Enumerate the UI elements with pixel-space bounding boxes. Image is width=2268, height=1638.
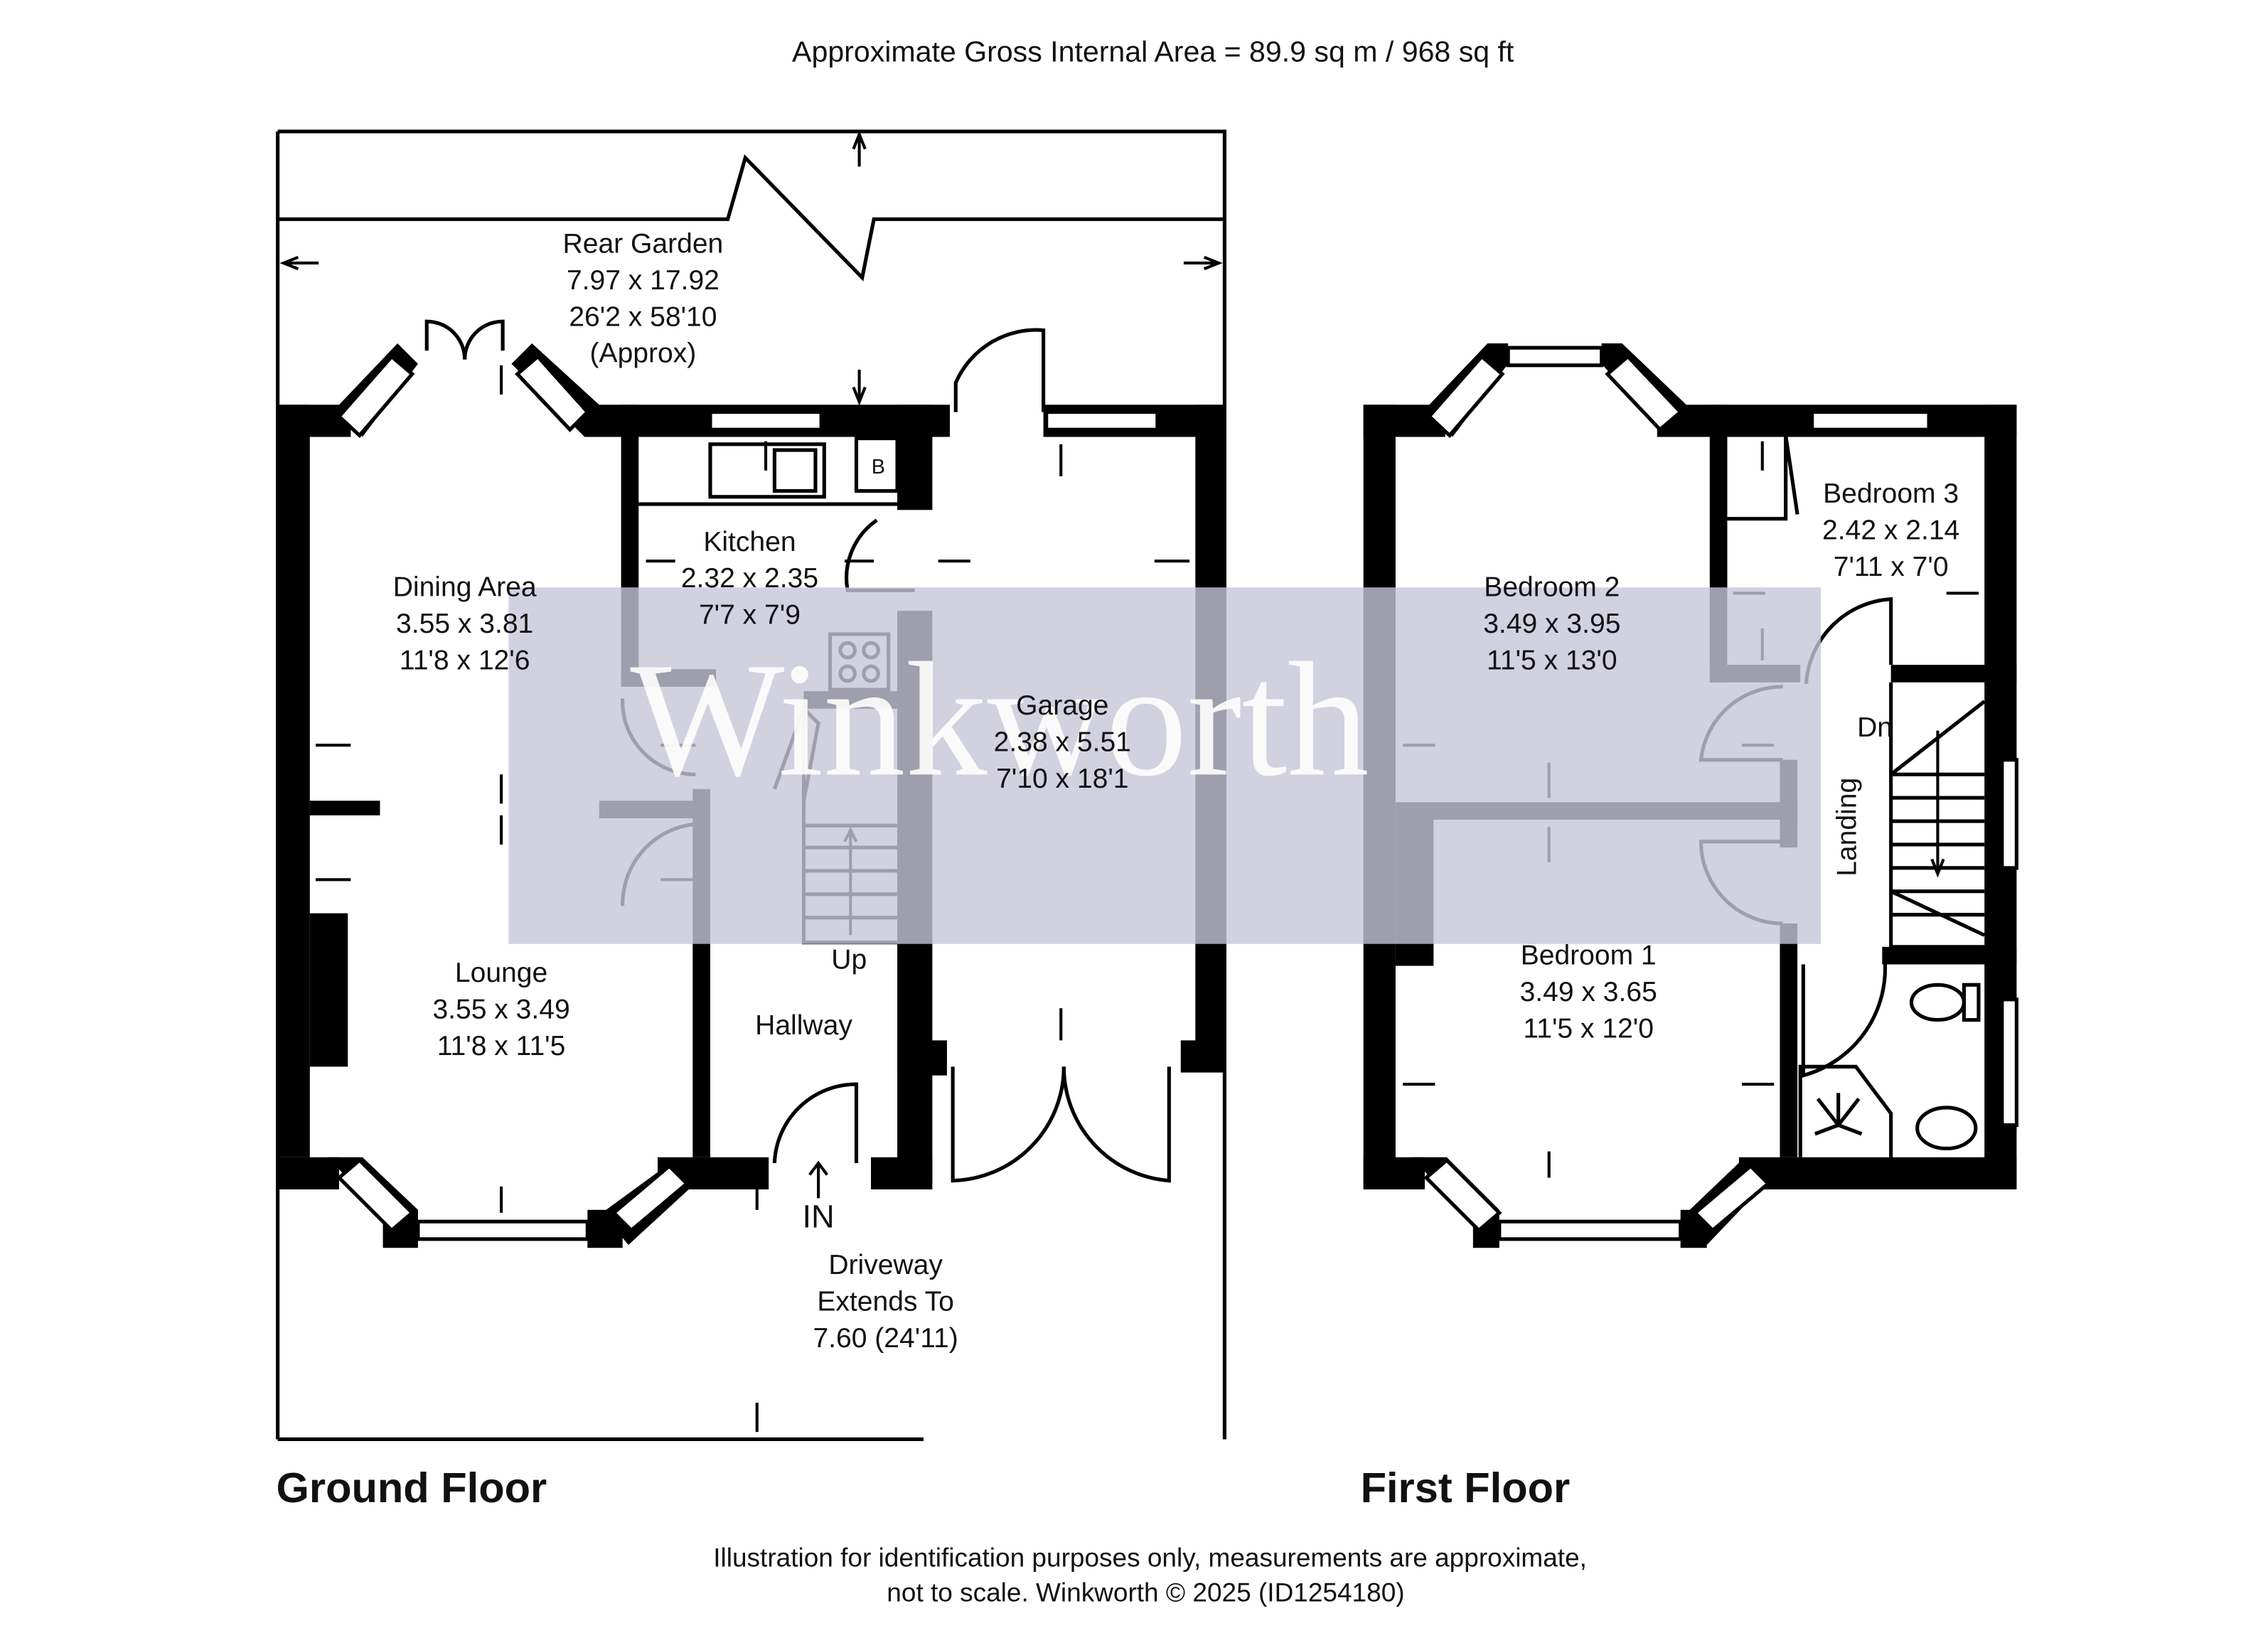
garage-imperial: 7'10 x 18'1	[996, 764, 1128, 794]
stairs-up-label: Up	[831, 945, 867, 975]
watermark-band	[508, 587, 1821, 944]
lounge-name: Lounge	[455, 958, 547, 988]
first-floor-title: First Floor	[1361, 1464, 1571, 1511]
kitchen-metric: 2.32 x 2.35	[681, 563, 818, 594]
disclaimer-line1: Illustration for identification purposes…	[713, 1543, 1587, 1572]
disclaimer-line2: not to scale. Winkworth © 2025 (ID125418…	[887, 1578, 1404, 1607]
driveway-line2: Extends To	[817, 1287, 953, 1317]
garage-name: Garage	[1016, 690, 1108, 721]
bedroom2-name: Bedroom 2	[1484, 572, 1620, 603]
dining-metric: 3.55 x 3.81	[396, 609, 533, 639]
kitchen-name: Kitchen	[703, 527, 796, 557]
lounge-imperial: 11'8 x 11'5	[437, 1031, 566, 1061]
dining-name: Dining Area	[393, 572, 537, 603]
ground-floor-windows	[336, 353, 1160, 1241]
landing-name: Landing	[1831, 778, 1862, 877]
driveway-line1: Driveway	[828, 1250, 943, 1280]
entrance-label: IN	[802, 1198, 834, 1234]
ground-floor-labels: Rear Garden 7.97 x 17.92 26'2 x 58'10 (A…	[393, 229, 1131, 1354]
kitchen-imperial: 7'7 x 7'9	[699, 600, 801, 631]
bedroom2-metric: 3.49 x 3.95	[1483, 609, 1620, 639]
basin-icon	[1915, 1106, 1978, 1151]
rear-garden-note: (Approx)	[590, 338, 697, 369]
driveway-line3: 7.60 (24'11)	[813, 1323, 958, 1354]
watermark-text: Winkworth	[630, 628, 1369, 810]
shower-icon	[1798, 1064, 1893, 1157]
bedroom1-imperial: 11'5 x 12'0	[1523, 1013, 1654, 1044]
bedroom1-name: Bedroom 1	[1521, 941, 1657, 971]
boiler-label: B	[872, 456, 885, 478]
hallway-name: Hallway	[755, 1010, 852, 1041]
garage-metric: 2.38 x 5.51	[994, 727, 1131, 757]
bedroom3-imperial: 7'11 x 7'0	[1834, 552, 1949, 582]
rear-garden-metric: 7.97 x 17.92	[567, 265, 720, 296]
rear-garden-imperial: 26'2 x 58'10	[569, 301, 717, 332]
first-floor-windows	[1423, 346, 2018, 1241]
ground-floor-title: Ground Floor	[277, 1464, 547, 1511]
gross-area-text: Approximate Gross Internal Area = 89.9 s…	[792, 35, 1514, 68]
dining-imperial: 11'8 x 12'6	[400, 645, 530, 675]
rear-garden-name: Rear Garden	[563, 229, 724, 259]
bedroom2-imperial: 11'5 x 13'0	[1487, 645, 1617, 675]
lounge-metric: 3.55 x 3.49	[432, 995, 569, 1025]
stairs-down-label: Dn	[1857, 712, 1893, 743]
toilet-icon	[1909, 983, 1966, 1022]
bathroom-fittings	[1798, 983, 1981, 1157]
bedroom3-metric: 2.42 x 2.14	[1822, 515, 1959, 545]
bedroom3-name: Bedroom 3	[1823, 478, 1959, 509]
first-floor-labels: Bedroom 2 3.49 x 3.95 11'5 x 13'0 Bedroo…	[1483, 478, 1959, 1044]
first-floor-stairs	[1889, 682, 1986, 949]
bedroom1-metric: 3.49 x 3.65	[1520, 977, 1657, 1007]
